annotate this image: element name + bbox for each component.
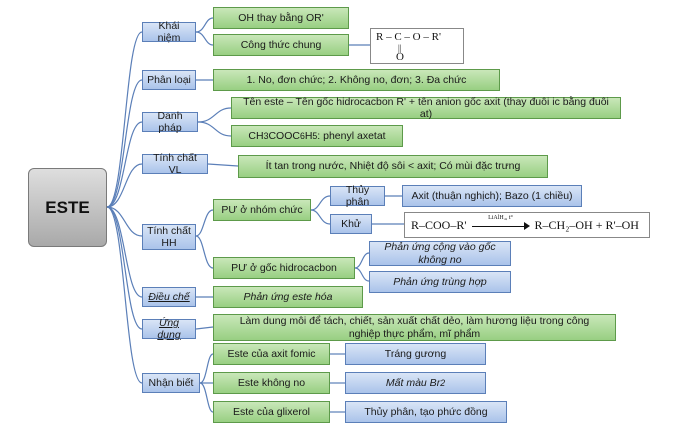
tinh-chat-vl-detail[interactable]: Ít tan trong nước, Nhiệt độ sôi < axit; … bbox=[238, 155, 548, 178]
category-tinh-chat-hh[interactable]: Tính chất HH bbox=[142, 224, 196, 250]
category-phan-loai[interactable]: Phân loại bbox=[142, 70, 196, 90]
trang-guong[interactable]: Tráng gương bbox=[345, 343, 486, 365]
phan-ung-trung-hop[interactable]: Phản ứng trùng hợp bbox=[369, 271, 511, 293]
general-formula-box: R – C – O – R' || O bbox=[370, 28, 464, 64]
reaction-arrow-icon: LiAlH₄, t° bbox=[471, 215, 530, 231]
phan-ung-cong[interactable]: Phản ứng cộng vào gốc không no bbox=[369, 241, 511, 266]
root-node-este[interactable]: ESTE bbox=[28, 168, 107, 247]
khu-node[interactable]: Khử bbox=[330, 214, 372, 234]
example-part-3: H bbox=[304, 129, 313, 142]
formula-oxygen: O bbox=[396, 51, 404, 63]
thuy-phan-node[interactable]: Thủy phân bbox=[330, 184, 385, 208]
khu-reaction: R–COO–R' LiAlH₄, t° R–CH₂–OH + R'–OH bbox=[404, 212, 650, 238]
danh-phap-rule[interactable]: Tên este – Tên gốc hidrocacbon R' + tên … bbox=[231, 96, 621, 120]
reaction-condition: LiAlH₄, t° bbox=[488, 215, 513, 221]
khai-niem-oh-thay-or[interactable]: OH thay bằng OR' bbox=[213, 7, 349, 29]
formula-double-bond: || bbox=[398, 43, 402, 53]
reaction-reactant: R–COO–R' bbox=[411, 217, 467, 232]
category-ung-dung[interactable]: Ứng dụng bbox=[142, 317, 196, 341]
nhan-biet-axit-fomic[interactable]: Este của axit fomic bbox=[213, 343, 330, 365]
formula-chain: R – C – O – R' bbox=[376, 31, 441, 43]
nhan-biet-khong-no[interactable]: Este không no bbox=[213, 372, 330, 394]
example-sub-1: 3 bbox=[263, 130, 269, 141]
ung-dung-detail[interactable]: Làm dung môi để tách, chiết, sản xuất ch… bbox=[213, 314, 616, 341]
brom-text: Mất màu Br bbox=[385, 376, 441, 389]
example-sub-3: 5 bbox=[312, 130, 318, 141]
khai-niem-cong-thuc-chung[interactable]: Công thức chung bbox=[213, 34, 349, 56]
nhan-biet-glixerol[interactable]: Este của glixerol bbox=[213, 401, 330, 423]
pu-goc-hidrocacbon[interactable]: PƯ ở gốc hidrocacbon bbox=[213, 257, 355, 279]
category-tinh-chat-vl[interactable]: Tính chất VL bbox=[142, 152, 208, 176]
example-part-1: CH bbox=[248, 129, 264, 142]
category-dieu-che[interactable]: Điều chế bbox=[142, 287, 196, 307]
brom-sub: 2 bbox=[440, 377, 446, 388]
category-danh-phap[interactable]: Danh pháp bbox=[142, 110, 198, 134]
reaction-products: R–CH₂–OH + R'–OH bbox=[534, 217, 639, 232]
example-part-4: : phenyl axetat bbox=[317, 129, 386, 142]
example-part-2: COOC bbox=[268, 129, 300, 142]
thuy-phan-result[interactable]: Axit (thuận nghịch); Bazo (1 chiều) bbox=[402, 185, 582, 207]
thuy-phan-tao-phuc[interactable]: Thủy phân, tạo phức đồng bbox=[345, 401, 507, 423]
category-nhan-biet[interactable]: Nhận biết bbox=[142, 373, 200, 393]
phan-loai-detail[interactable]: 1. No, đơn chức; 2. Không no, đơn; 3. Đa… bbox=[213, 69, 500, 91]
dieu-che-detail[interactable]: Phản ứng este hóa bbox=[213, 286, 363, 308]
example-sub-2: 6 bbox=[299, 130, 305, 141]
category-khai-niem[interactable]: Khái niệm bbox=[142, 20, 196, 44]
pu-nhom-chuc[interactable]: PƯ ở nhóm chức bbox=[213, 199, 311, 221]
